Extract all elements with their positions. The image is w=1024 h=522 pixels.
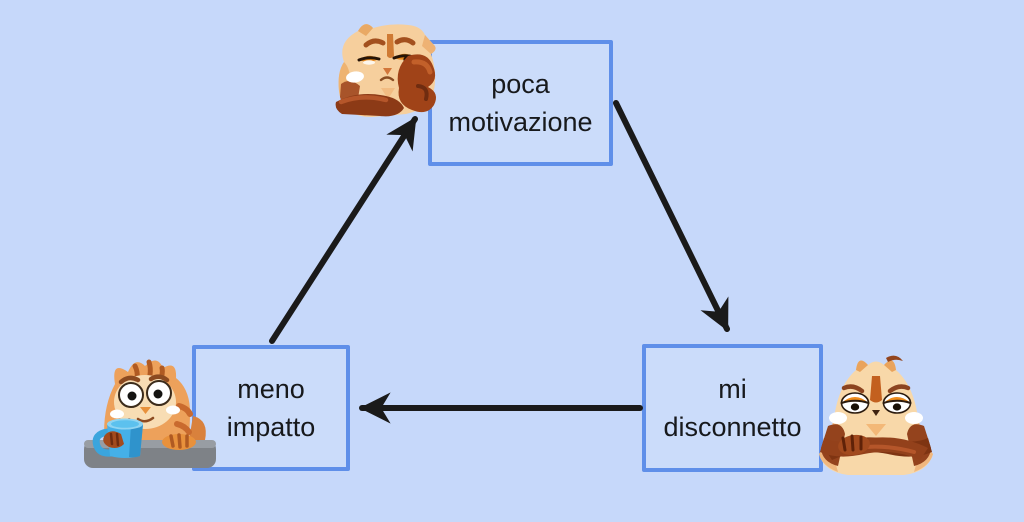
cat-bored-chin-on-paw-illustration [335,24,436,118]
cat-surprised-with-mug-illustration [84,359,216,468]
node-label-line: disconnetto [663,412,802,442]
node-label-line: poca [491,68,550,99]
edge-poca-to-disconnetto [613,100,730,332]
node-meno-impatto: meno impatto [192,345,350,471]
node-label-line: mi [718,373,747,404]
edge-impatto-to-poca [269,116,418,344]
node-label-line: meno [237,373,305,404]
node-mi-disconnetto: mi disconnetto [642,344,823,472]
node-label-line: impatto [226,412,316,442]
cat-annoyed-crossed-arms-illustration [819,355,933,475]
node-label-line: motivazione [448,107,593,137]
node-poca-motivazione: poca motivazione [428,40,613,166]
